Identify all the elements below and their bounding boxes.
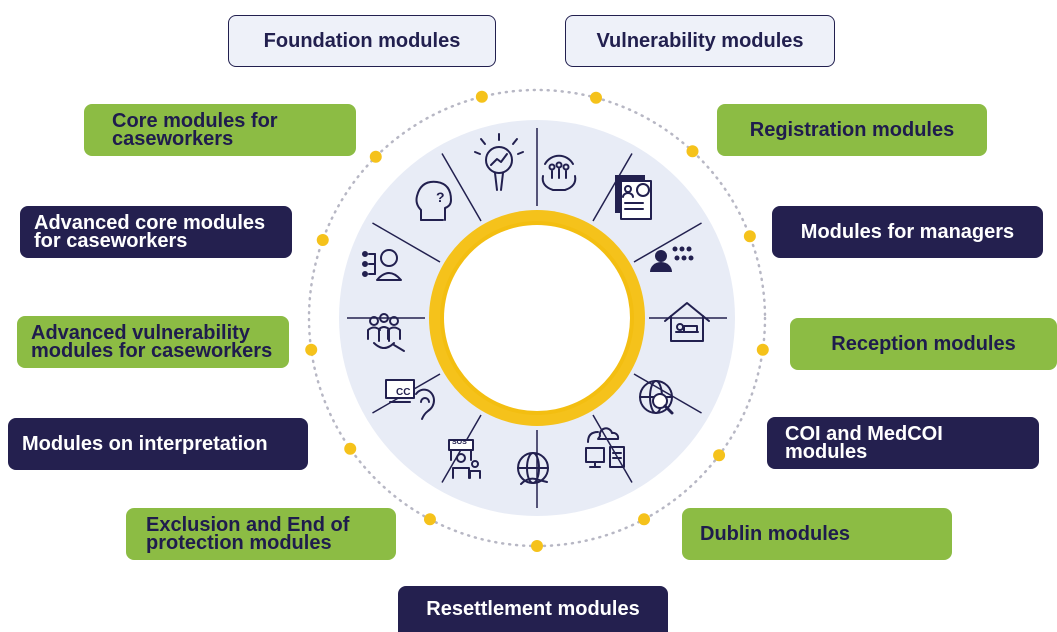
dublin-modules-text: Dublin modules [700,523,850,545]
house-bed-icon [664,302,710,342]
ring-dot [743,230,756,243]
globe-search-icon [639,380,674,415]
closed-caption-ear-icon [385,379,435,420]
ring-dot [423,513,436,526]
globe-hand-icon [517,452,549,485]
coi-medcoi-modules-text: COI and MedCOI modules [785,423,943,463]
segment-divider [441,153,482,222]
ring-dot [531,540,543,552]
ring-dots [305,90,769,552]
ring-dot [344,442,357,455]
registration-document-icon [615,175,652,220]
sos-people-icon [448,439,481,479]
dublin-modules-label[interactable]: Dublin modules [682,508,952,560]
reception-modules-label[interactable]: Reception modules [790,318,1057,370]
ring-dot [305,343,318,356]
head-question-icon [415,180,452,221]
segment-divider [592,414,633,483]
exclusion-modules-text: Exclusion and End of protection modules [146,514,350,554]
segment-divider [633,373,702,414]
advanced-vulnerability-modules-text: Advanced vulnerability modules for casew… [31,322,273,362]
segment-divider [633,222,702,263]
advanced-core-modules-text: Advanced core modules for caseworkers [34,212,266,252]
hands-people-icon [541,154,577,191]
manager-team-icon [650,246,694,272]
core-modules-text: Core modules for caseworkers [112,110,278,150]
group-people-icon [367,313,405,352]
magnifier-chart-icon [474,133,524,191]
resettlement-modules-text: Resettlement modules [426,598,640,620]
ring-dot [369,150,382,163]
vulnerability-modules-text: Vulnerability modules [596,30,804,52]
core-modules-label[interactable]: Core modules for caseworkers [84,104,356,156]
advanced-core-modules-label[interactable]: Advanced core modules for caseworkers [20,206,292,258]
ring-dot [638,513,651,526]
cloud-computer-icon [585,427,625,468]
segment-divider [372,222,441,263]
exclusion-modules-label[interactable]: Exclusion and End of protection modules [126,508,396,560]
managers-modules-text: Modules for managers [800,221,1015,243]
ring-dot [475,90,488,103]
registration-modules-label[interactable]: Registration modules [717,104,987,156]
sos-glyph: SOS [452,439,467,446]
coi-medcoi-modules-label[interactable]: COI and MedCOI modules [767,417,1039,469]
interpretation-modules-label[interactable]: Modules on interpretation [8,418,308,470]
ring-dot [590,91,603,104]
foundation-modules-label[interactable]: Foundation modules [228,15,496,67]
ring-dot [756,343,769,356]
ring-dot [316,234,329,247]
question-glyph: ? [436,189,445,205]
advanced-vulnerability-modules-label[interactable]: Advanced vulnerability modules for casew… [17,316,289,368]
foundation-modules-text: Foundation modules [263,30,461,52]
center-circle [444,225,630,411]
cc-glyph: CC [396,387,410,398]
ring-dot [686,145,699,158]
reception-modules-text: Reception modules [831,333,1016,355]
ring-dot [713,449,726,462]
resettlement-modules-label[interactable]: Resettlement modules [398,586,668,632]
vulnerability-modules-label[interactable]: Vulnerability modules [565,15,835,67]
interpretation-modules-text: Modules on interpretation [22,433,268,455]
process-person-icon [362,249,402,281]
segment-divider [592,153,633,222]
registration-modules-text: Registration modules [749,119,955,141]
managers-modules-label[interactable]: Modules for managers [772,206,1043,258]
